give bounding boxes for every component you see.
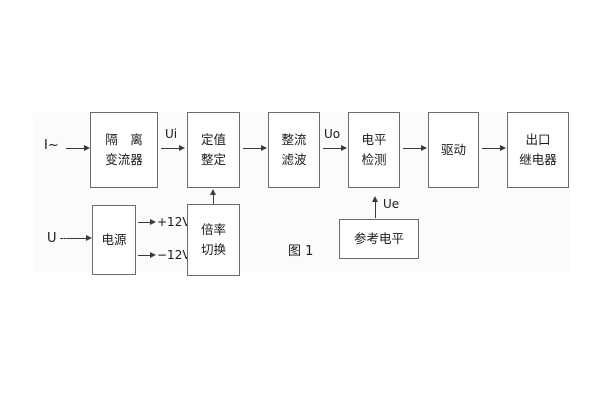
block-setting: 定值 整定 bbox=[187, 112, 240, 188]
block-power-supply-line1: 电源 bbox=[101, 232, 127, 248]
block-ratio-switch: 倍率 切换 bbox=[187, 204, 240, 276]
connector-isolation-to-setting bbox=[161, 148, 179, 149]
signal-uo-label: Uo bbox=[324, 127, 341, 141]
arrowhead-drive-to-output-relay bbox=[500, 145, 506, 151]
arrowhead-voltage-to-power-supply bbox=[86, 235, 92, 241]
arrowhead-current-to-isolation bbox=[84, 145, 90, 151]
arrowhead-rectify-to-level-detect bbox=[341, 145, 347, 151]
connector-rectify-to-level-detect bbox=[323, 148, 341, 149]
block-level-detect-line1: 电平 bbox=[361, 132, 387, 148]
block-drive-line1: 驱动 bbox=[440, 142, 466, 158]
block-output-relay-line2: 继电器 bbox=[519, 152, 557, 167]
block-setting-line2: 整定 bbox=[200, 152, 226, 167]
block-ratio-switch-line1: 倍率 bbox=[200, 222, 226, 238]
block-level-detect: 电平 检测 bbox=[348, 112, 400, 188]
rail-negative-label: −12V bbox=[157, 248, 191, 262]
input-current-label: I~ bbox=[44, 138, 59, 153]
block-rectify-filter-line2: 滤波 bbox=[281, 152, 307, 167]
block-power-supply: 电源 bbox=[92, 205, 136, 275]
rail-positive-label: +12V bbox=[157, 215, 191, 229]
arrowhead-rail-negative bbox=[150, 252, 156, 258]
connector-rail-negative bbox=[138, 255, 150, 256]
signal-ui-label: Ui bbox=[165, 127, 178, 141]
block-drive: 驱动 bbox=[428, 112, 479, 188]
connector-ratio-switch-to-setting bbox=[213, 195, 214, 204]
block-rectify-filter: 整流 滤波 bbox=[268, 112, 320, 188]
block-isolation-ct-line1: 隔 离 bbox=[105, 132, 143, 148]
input-voltage-label: U bbox=[47, 231, 57, 246]
arrowhead-rail-positive bbox=[150, 219, 156, 225]
figure-caption: 图 1 bbox=[288, 244, 314, 259]
block-output-relay: 出口 继电器 bbox=[507, 112, 569, 188]
connector-current-to-isolation bbox=[66, 148, 84, 149]
block-level-detect-line2: 检测 bbox=[361, 152, 387, 167]
arrowhead-isolation-to-setting bbox=[179, 145, 185, 151]
connector-voltage-to-power-supply bbox=[70, 238, 86, 239]
block-rectify-filter-line1: 整流 bbox=[281, 132, 307, 148]
connector-voltage-dashed bbox=[60, 238, 70, 239]
block-reference-level: 参考电平 bbox=[339, 219, 419, 259]
arrowhead-level-detect-to-drive bbox=[421, 145, 427, 151]
arrowhead-setting-to-rectify bbox=[261, 145, 267, 151]
block-reference-level-line1: 参考电平 bbox=[353, 231, 404, 247]
connector-drive-to-output-relay bbox=[482, 148, 500, 149]
connector-level-detect-to-drive bbox=[403, 148, 421, 149]
signal-ue-label: Ue bbox=[383, 197, 400, 211]
arrowhead-reference-to-level-detect bbox=[372, 196, 378, 202]
arrowhead-ratio-switch-to-setting bbox=[210, 189, 216, 195]
connector-setting-to-rectify bbox=[243, 148, 261, 149]
connector-rail-positive bbox=[138, 222, 150, 223]
block-isolation-ct-line2: 变流器 bbox=[105, 152, 143, 167]
block-ratio-switch-line2: 切换 bbox=[200, 242, 226, 257]
connector-reference-to-level-detect bbox=[375, 202, 376, 218]
block-output-relay-line1: 出口 bbox=[525, 132, 551, 148]
block-isolation-ct: 隔 离 变流器 bbox=[90, 112, 158, 188]
block-setting-line1: 定值 bbox=[200, 132, 226, 148]
